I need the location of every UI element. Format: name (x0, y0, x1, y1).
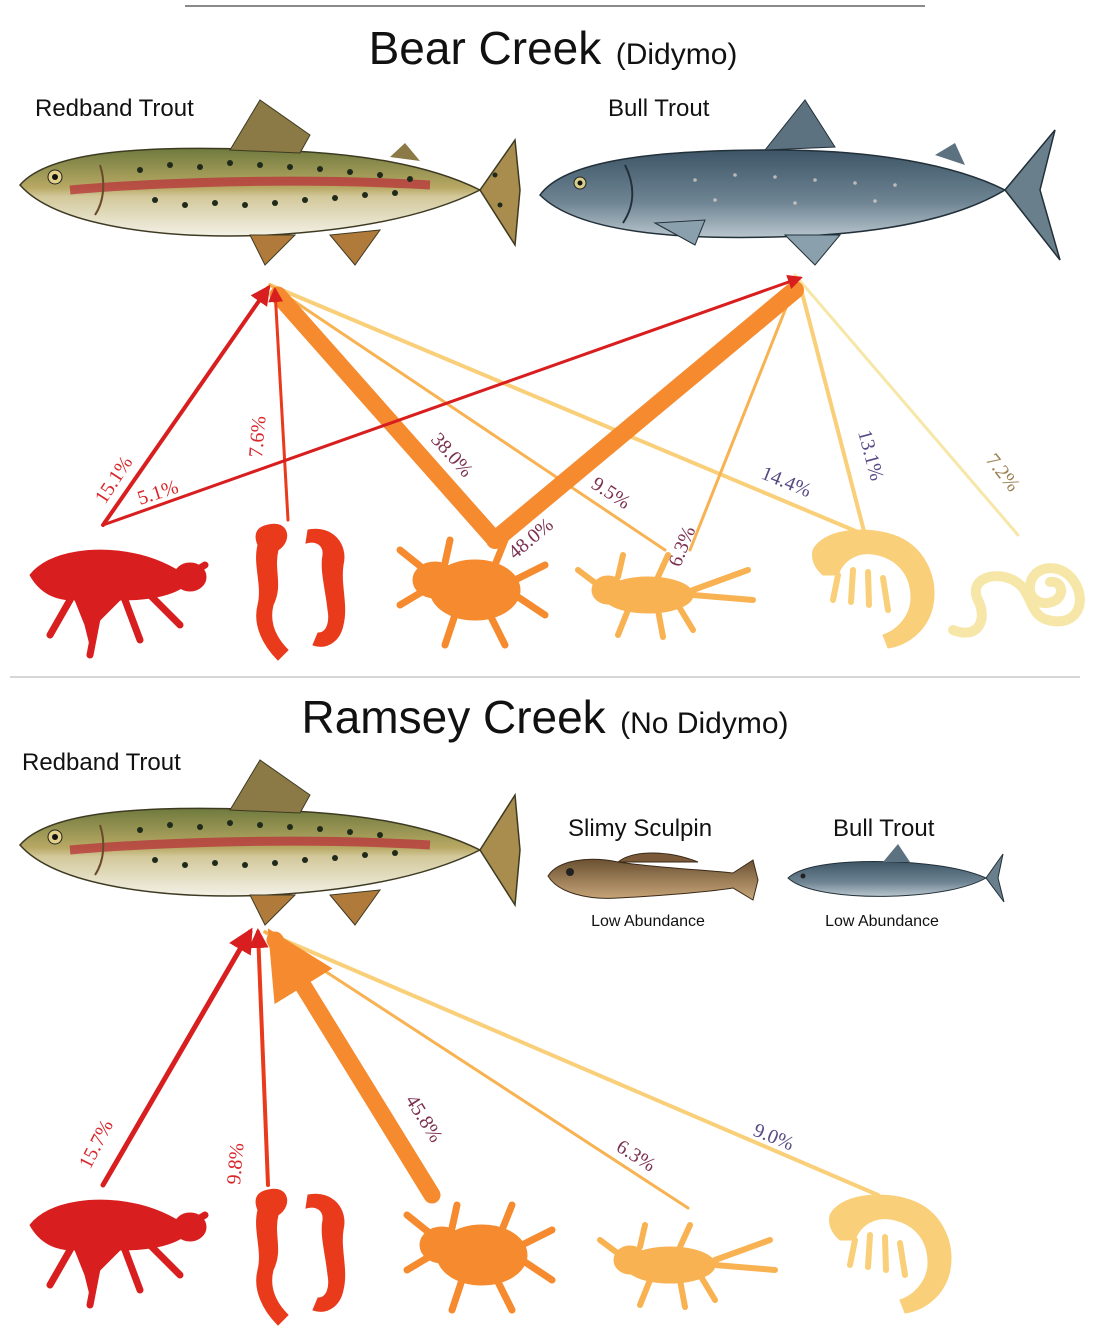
arrow (258, 932, 268, 1185)
arrow (275, 940, 432, 1195)
worm-icon (256, 1189, 345, 1325)
percent-label: 14.4% (758, 462, 814, 502)
panel1-arrows (103, 275, 1018, 550)
fish-note: Low Abundance (825, 913, 939, 930)
arrow (800, 285, 865, 535)
arrow (103, 288, 268, 525)
percent-label: 9.5% (587, 473, 634, 514)
fish-label: Bull Trout (833, 815, 935, 842)
percent-label: 15.1% (91, 452, 138, 507)
mayfly-icon (600, 1225, 775, 1307)
percent-label: 15.7% (75, 1116, 118, 1172)
fish-label: Bull Trout (608, 95, 710, 122)
panel-title: Bear Creek (Didymo) (369, 22, 738, 74)
scud-icon (812, 530, 933, 648)
arrow (495, 290, 795, 540)
scud-icon (829, 1195, 950, 1313)
arrow (275, 290, 288, 520)
arrow (265, 932, 688, 1208)
mayfly-icon (578, 555, 753, 637)
redband-trout-image (20, 100, 520, 265)
percent-label: 9.8% (223, 1142, 249, 1185)
percent-label: 7.6% (245, 415, 271, 458)
nymph-icon (407, 1205, 552, 1310)
fish-note: Low Abundance (591, 913, 705, 930)
percent-label: 7.2% (981, 450, 1024, 496)
worm-icon (256, 524, 345, 660)
redband-trout-image (20, 760, 520, 925)
fly-icon (30, 550, 206, 655)
bull-trout-image (540, 100, 1060, 265)
fish-label: Redband Trout (22, 749, 181, 776)
nematode-icon (953, 568, 1080, 633)
fish-label: Redband Trout (35, 95, 194, 122)
panel-title: Ramsey Creek (No Didymo) (301, 691, 788, 743)
bull-trout-image (788, 844, 1004, 902)
arrow (278, 295, 495, 540)
panel2-arrows (103, 932, 878, 1208)
percent-label: 45.8% (401, 1091, 447, 1146)
arrow (270, 285, 865, 535)
fly-icon (30, 1200, 206, 1305)
fish-label: Slimy Sculpin (568, 815, 712, 842)
slimy-sculpin-image (548, 853, 758, 900)
arrow (795, 275, 1018, 535)
percent-label: 6.3% (612, 1136, 659, 1177)
percent-label: 6.3% (664, 523, 700, 570)
percent-label: 13.1% (853, 428, 888, 484)
